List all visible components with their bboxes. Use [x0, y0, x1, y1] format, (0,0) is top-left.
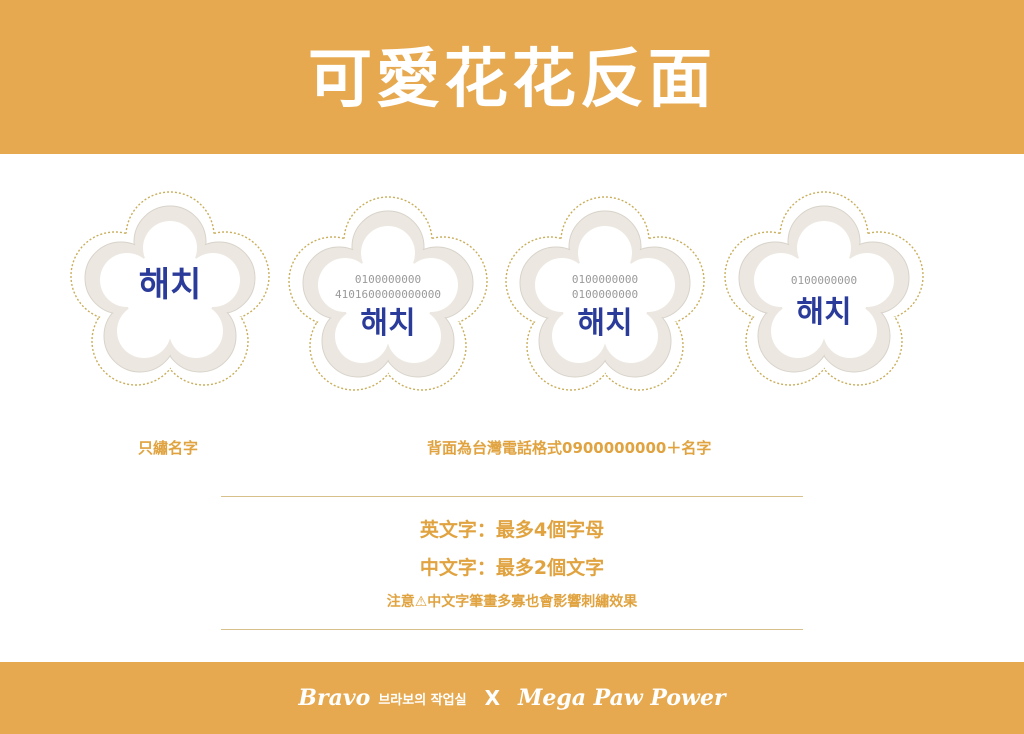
header-band: 可愛花花反面: [0, 0, 1024, 154]
patch-name-text: 해치: [139, 265, 202, 305]
flower-patch-1: 해치: [62, 186, 278, 402]
patch-name-text: 해치: [360, 306, 415, 341]
flower-patch-3: 0100000000 0100000000 해치: [497, 191, 713, 407]
flower-patch-3-art: 0100000000 0100000000 해치: [505, 196, 705, 391]
divider-bottom: [221, 629, 803, 630]
brand-partner: Mega Paw Power: [517, 685, 726, 711]
patch-name-text: 해치: [577, 306, 632, 341]
flower-patch-1-art: 해치: [70, 191, 270, 386]
patch-name-text: 해치: [796, 295, 851, 330]
note-chinese-limit: 中文字：最多2個文字: [419, 557, 605, 579]
caption-phone-format: 背面為台灣電話格式0900000000＋名字: [427, 439, 712, 457]
brand-separator: X: [484, 686, 500, 710]
note-english-limit: 英文字：最多4個字母: [419, 519, 605, 541]
flower-patch-4: 0100000000 해치: [716, 186, 932, 402]
flower-patch-2: 0100000000 4101600000000000 해치: [280, 191, 496, 407]
patch-phone-line-1: 0100000000: [791, 274, 857, 287]
flower-patch-2-art: 0100000000 4101600000000000 해치: [288, 196, 488, 391]
footer-band: Bravo 브라보의 작업실 X Mega Paw Power: [0, 662, 1024, 734]
patch-phone-line-1: 0100000000: [572, 273, 638, 286]
patch-phone-line-1: 0100000000: [355, 273, 421, 286]
patch-phone-line-2: 0100000000: [572, 288, 638, 301]
divider-top: [221, 496, 803, 497]
caption-name-only: 只繡名字: [138, 439, 199, 457]
note-stroke-warning: 注意⚠中文字筆畫多寡也會影響刺繡效果: [386, 594, 638, 610]
brand-bravo: Bravo: [298, 685, 371, 711]
page-title: 可愛花花反面: [308, 43, 716, 117]
flower-patch-4-art: 0100000000 해치: [724, 191, 924, 386]
brand-studio-korean: 브라보의 작업실: [378, 692, 467, 708]
patch-phone-line-2: 4101600000000000: [335, 288, 441, 301]
